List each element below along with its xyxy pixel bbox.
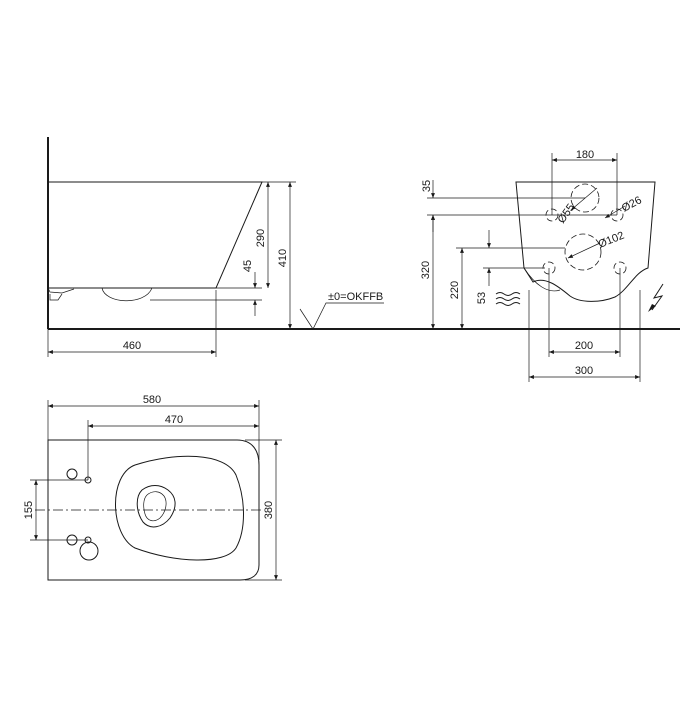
- dim-label-320: 320: [420, 261, 432, 279]
- dim-label-180: 180: [576, 149, 594, 161]
- drain-hole-102: [564, 233, 602, 271]
- leader-d26: [604, 205, 626, 219]
- bowl-side-outline: [48, 181, 263, 289]
- side-view: 460 290 410 45 ±0=OKFFB: [47, 137, 680, 357]
- dim-label-220: 220: [449, 281, 461, 299]
- dim-label-155: 155: [23, 501, 35, 519]
- fixing-hole-top-left: [66, 468, 78, 480]
- dim-label-d26: Ø26: [620, 194, 644, 214]
- bowl-top-rim: [115, 455, 244, 561]
- dim-label-d102: Ø102: [597, 230, 626, 251]
- dim-label-470: 470: [165, 414, 183, 426]
- floor-reference-label: ±0=OKFFB: [328, 291, 383, 303]
- leader-d55: [570, 187, 598, 211]
- water-supply-icon: [495, 292, 521, 306]
- dim-label-200: 200: [575, 340, 593, 352]
- drain-hole-55: [570, 183, 600, 213]
- bowl-rear-base: [523, 267, 561, 292]
- bowl-side-detail: [49, 293, 63, 301]
- dim-label-300: 300: [575, 365, 593, 377]
- top-view: 580 470 155 380: [23, 394, 282, 581]
- dim-label-580: 580: [143, 394, 161, 406]
- bowl-rear-outline: [515, 181, 656, 302]
- rear-view: 180 35 320 220 53 Ø55 Ø26 Ø102 200: [420, 149, 664, 382]
- bowl-top-outline: [47, 439, 260, 581]
- supply-hole: [79, 541, 99, 561]
- dim-label-460: 460: [123, 340, 141, 352]
- floor-reference-leader: [299, 302, 384, 330]
- bowl-top-opening: [136, 485, 176, 528]
- bowl-top-opening-inner: [143, 491, 167, 522]
- dim-label-410: 410: [277, 249, 289, 267]
- dim-label-380: 380: [263, 501, 275, 519]
- dim-label-d55: Ø55: [556, 202, 578, 226]
- dim-label-45: 45: [242, 260, 254, 272]
- bowl-side-inner: [47, 287, 153, 302]
- dim-label-290: 290: [255, 229, 267, 247]
- leader-d102: [567, 242, 601, 259]
- dim-label-35: 35: [421, 180, 433, 192]
- electric-icon: [648, 283, 664, 312]
- dim-label-53: 53: [476, 292, 488, 304]
